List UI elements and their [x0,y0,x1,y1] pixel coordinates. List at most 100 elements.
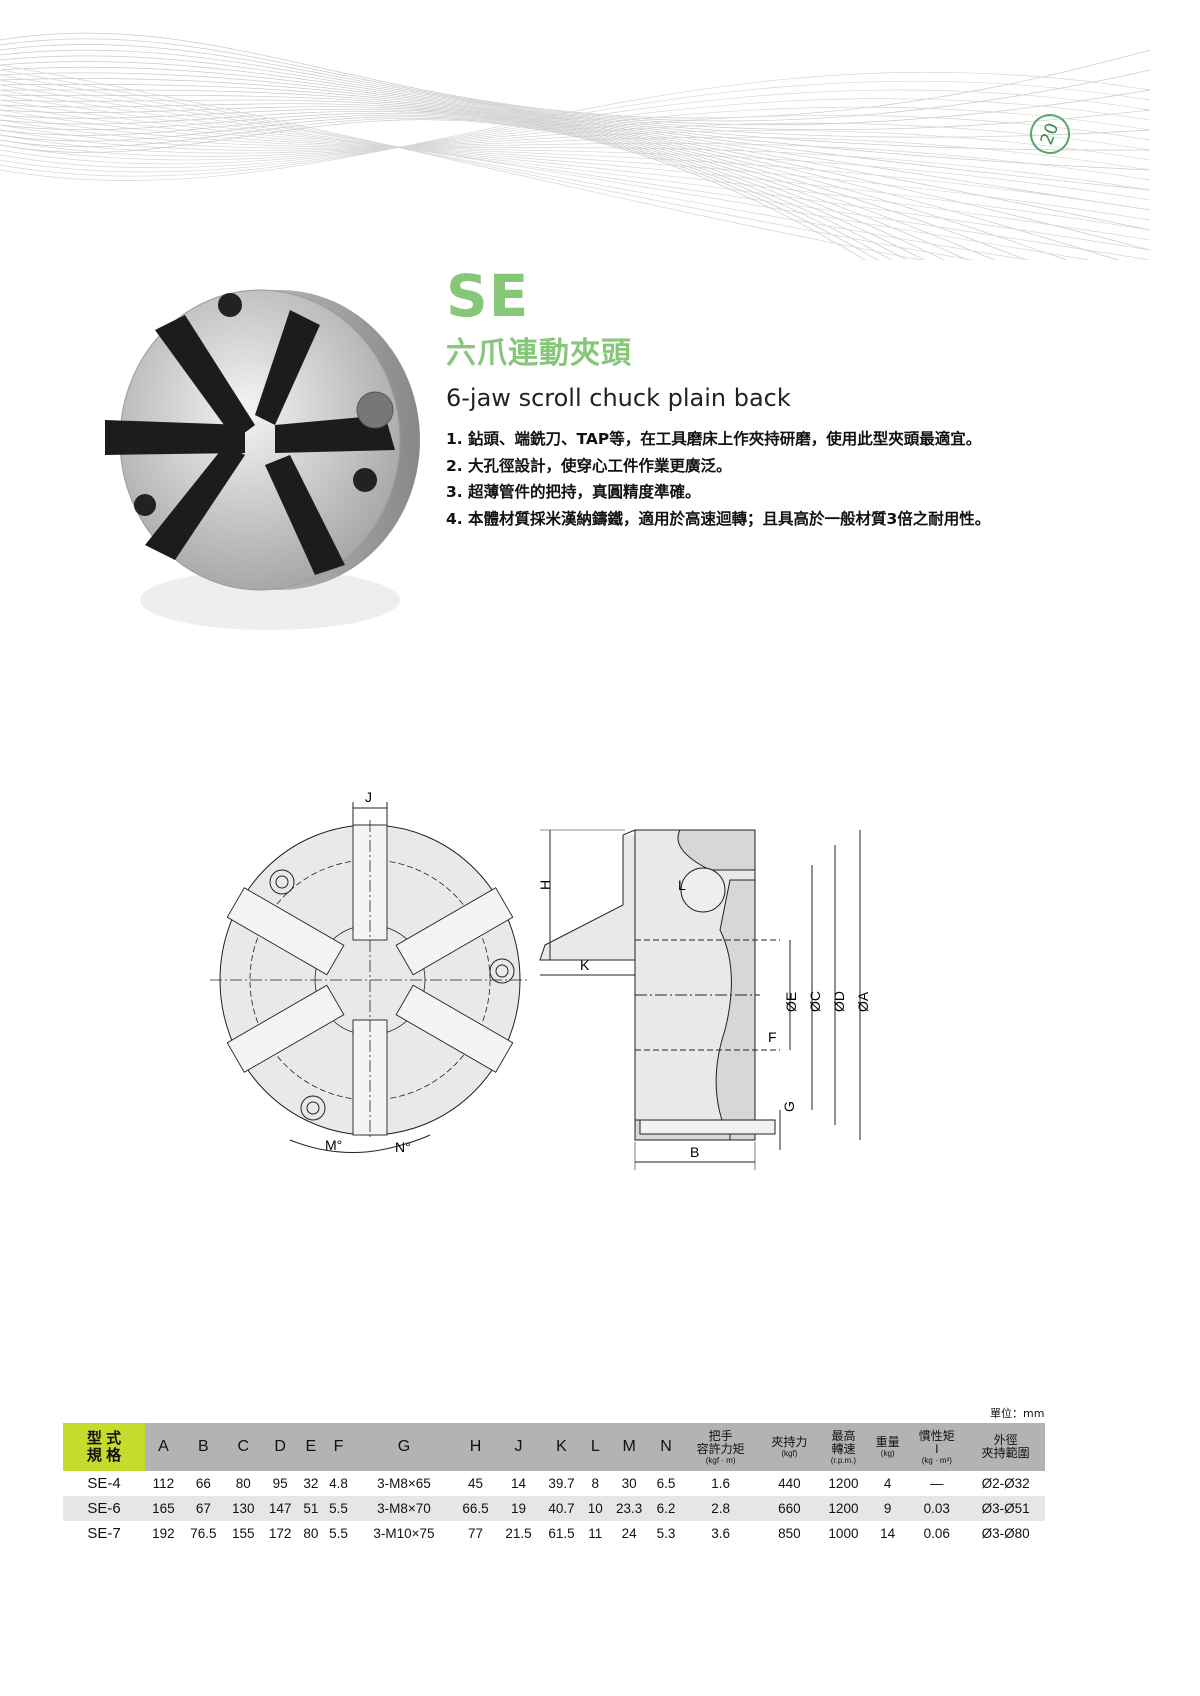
header-col: M [607,1423,651,1471]
table-cell: 5.5 [329,1526,348,1541]
header-col: K [540,1423,584,1471]
label-e: ØE [783,992,799,1012]
label-d: ØD [831,991,847,1012]
header-col: J [497,1423,541,1471]
table-cell: 6.5 [656,1476,676,1491]
table-cell: 19 [497,1496,541,1521]
table-cell: 24 [621,1526,637,1541]
table-cell: 3-M8×65 [377,1476,431,1491]
table-cell: Ø3-Ø80 [981,1526,1030,1541]
table-cell: 1200 [828,1476,859,1491]
table-cell: 5.3 [656,1526,676,1541]
header-col: 夾持力(kgf) [759,1423,819,1471]
label-g: G [781,1101,797,1112]
label-m: M° [325,1137,342,1153]
product-title-en: 6-jaw scroll chuck plain back [446,384,791,412]
table-cell: 77 [468,1526,484,1541]
header-col: 外徑 夾持範圍 [966,1423,1045,1471]
table-cell: 850 [778,1526,801,1541]
header-model: 型 式規 格 [63,1423,145,1471]
table-cell: 10 [583,1496,608,1521]
table-cell: 14 [511,1476,527,1491]
technical-drawing: J M° N° H K L ØE ØC ØD ØA F G B [210,790,871,1170]
table-cell: 11 [588,1526,603,1541]
table-cell: 165 [145,1496,182,1521]
table-cell: 95 [272,1476,288,1491]
table-cell: 1000 [828,1526,859,1541]
table-cell: 66 [195,1476,211,1491]
label-j: J [365,790,372,805]
table-cell: 0.06 [923,1526,950,1541]
table-cell: 8 [591,1476,600,1491]
table-cell: 76.5 [190,1526,217,1541]
table-cell: 6.2 [650,1496,682,1521]
header-wave-pattern [0,32,1150,260]
table-cell: 2.8 [681,1496,760,1521]
label-b: B [690,1144,699,1160]
header-col: L [583,1423,608,1471]
header-col: H [454,1423,498,1471]
table-cell: 66.5 [454,1496,498,1521]
label-l: L [678,877,686,893]
feature-text: 大孔徑設計，使穿心工件作業更廣泛。 [468,456,732,475]
table-cell: 440 [778,1476,801,1491]
feature-item: 4. 本體材質採米漢納鑄鐵，適用於高速迴轉；且具高於一般材質3倍之耐用性。 [446,506,1046,533]
table-cell: 67 [181,1496,225,1521]
table-cell: 3.6 [711,1526,731,1541]
label-k: K [580,957,590,973]
feature-number: 2. [446,456,463,475]
label-c: ØC [807,991,823,1012]
header-col: 最高 轉速(r.p.m.) [818,1423,869,1471]
header-col: B [181,1423,225,1471]
table-cell: 14 [880,1526,896,1541]
table-cell: 39.7 [548,1476,575,1491]
header-col: D [261,1423,299,1471]
table-cell: SE-6 [63,1496,145,1521]
feature-number: 3. [446,483,463,501]
table-cell: 112 [152,1476,175,1491]
table-cell: 80 [303,1526,319,1541]
feature-text: 本體材質採米漢納鑄鐵，適用於高速迴轉；且具高於一般材質3倍之耐用性。 [468,509,991,528]
table-cell: 32 [303,1476,319,1491]
side-view [539,829,861,1170]
feature-item: 3. 超薄管件的把持，真圓精度準確。 [446,479,1046,506]
label-a: ØA [855,991,871,1012]
table-cell: SE-4 [87,1475,121,1492]
product-photo [105,289,420,630]
table-cell: 51 [298,1496,324,1521]
feature-list: 1.鉆頭、端銑刀、TAP等，在工具磨床上作夾持研磨，使用此型夾頭最適宜。 2.大… [446,426,1046,532]
table-cell: 5.5 [323,1496,354,1521]
feature-text: 超薄管件的把持，真圓精度準確。 [468,483,701,501]
table-cell: 3-M8×70 [353,1496,455,1521]
table-cell: 4.8 [329,1476,348,1491]
table-cell: Ø3-Ø51 [966,1496,1045,1521]
header-col: 慣性矩 I(kg · m²) [907,1423,967,1471]
product-title-zh: 六爪連動夾頭 [446,336,632,371]
table-cell: 45 [468,1476,484,1491]
header-col: 把手 容許力矩(kgf · m) [681,1423,760,1471]
label-n: N° [395,1139,411,1155]
table-cell: 3-M10×75 [373,1526,435,1541]
product-code: SE [446,262,530,330]
table-cell: 155 [232,1526,255,1541]
table-cell: 9 [868,1496,908,1521]
table-cell: Ø2-Ø32 [981,1476,1030,1491]
header-col: E [298,1423,324,1471]
feature-number: 4. [446,509,463,528]
table-cell: 61.5 [548,1526,575,1541]
header-col: F [323,1423,354,1471]
table-cell: 21.5 [505,1526,532,1541]
table-cell: 192 [152,1526,175,1541]
header-col: 重量(kg) [868,1423,908,1471]
table-cell: 23.3 [607,1496,651,1521]
table-cell: 30 [621,1476,637,1491]
table-cell: 130 [224,1496,262,1521]
table-cell: 660 [759,1496,819,1521]
table-cell: SE-7 [87,1525,121,1542]
table-cell: 4 [883,1476,892,1491]
table-cell: 1200 [818,1496,869,1521]
